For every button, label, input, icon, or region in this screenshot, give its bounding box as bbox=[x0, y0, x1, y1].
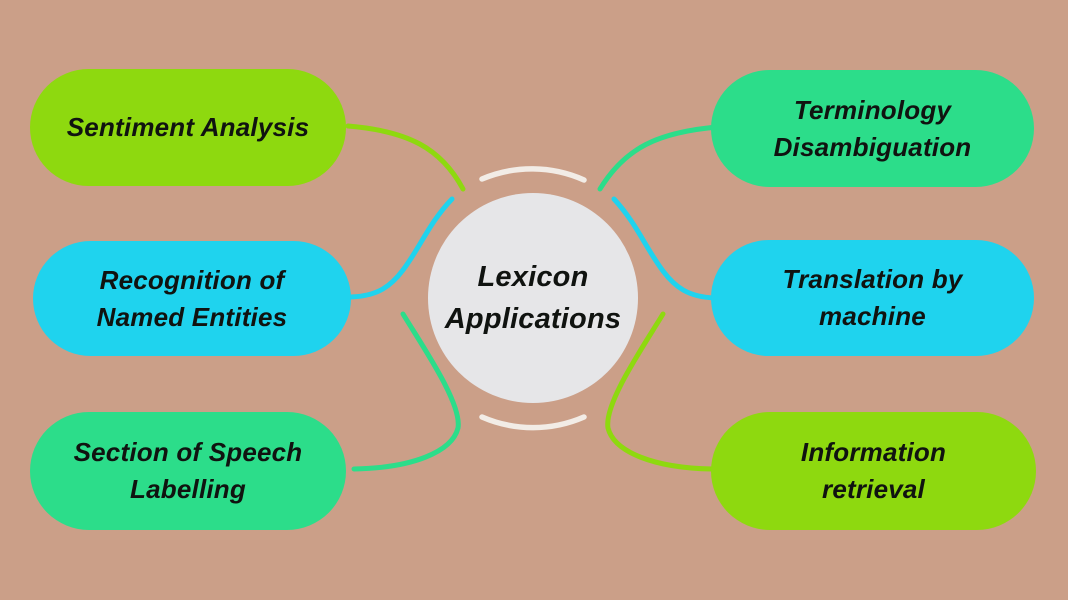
node-label: Terminology bbox=[793, 94, 952, 125]
central-node-lexicon-applications: Lexicon Applications bbox=[428, 193, 638, 403]
node-label: Disambiguation bbox=[773, 131, 972, 162]
node-label: Information bbox=[800, 437, 947, 468]
hub-title-line: Applications bbox=[444, 303, 622, 335]
node-information-retrieval: Information retrieval bbox=[711, 412, 1036, 530]
connector-terminology-disambiguation bbox=[597, 124, 721, 192]
node-sentiment-analysis: Sentiment Analysis bbox=[30, 69, 346, 186]
hub-bottom-arc bbox=[479, 414, 587, 431]
node-section-of-speech-labelling: Section of Speech Labelling bbox=[30, 412, 346, 530]
node-label: Section of Speech bbox=[73, 437, 303, 468]
node-label: Labelling bbox=[130, 474, 246, 504]
node-label: Sentiment Analysis bbox=[66, 112, 310, 143]
node-label: Translation by bbox=[782, 264, 963, 295]
hub-top-arc bbox=[479, 166, 587, 183]
connector-sentiment-analysis bbox=[345, 123, 466, 192]
node-terminology-disambiguation: Terminology Disambiguation bbox=[711, 70, 1034, 187]
node-label: machine bbox=[819, 301, 926, 331]
node-label: retrieval bbox=[822, 474, 925, 504]
hub-title-line: Lexicon bbox=[477, 260, 589, 293]
node-label: Recognition of bbox=[99, 264, 285, 295]
node-label: Named Entities bbox=[96, 301, 288, 332]
node-translation-by-machine: Translation by machine bbox=[711, 240, 1034, 356]
node-recognition-of-named-entities: Recognition of Named Entities bbox=[33, 241, 351, 356]
